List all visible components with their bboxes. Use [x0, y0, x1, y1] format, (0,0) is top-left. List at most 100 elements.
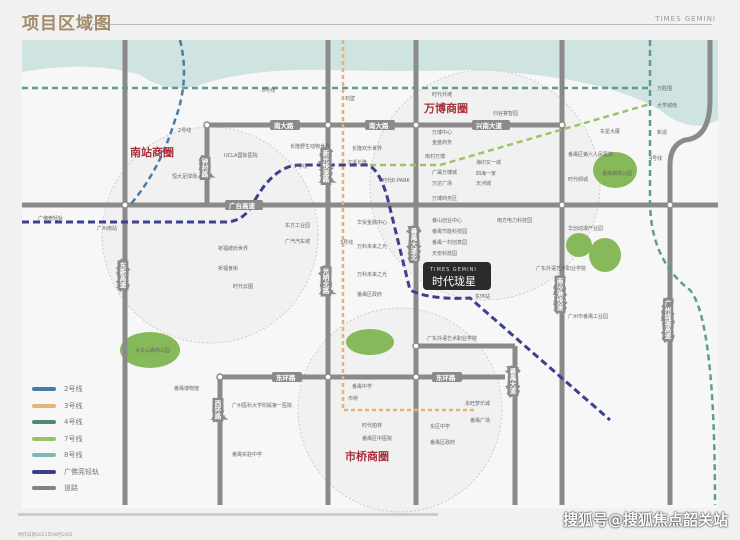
poi: 华创动漫产业园 — [568, 225, 603, 232]
poi: 归谷荟智园 — [493, 110, 518, 117]
poi: 东方工业园 — [285, 222, 310, 229]
legend-label: 道路 — [64, 484, 78, 493]
project-marker[interactable]: TIMES GEMINI 时代珑星 — [423, 262, 491, 290]
poi: 长隆欢乐世界 — [352, 145, 382, 152]
legend-label: 7号线 — [64, 434, 83, 443]
poi: 广汽汽车城 — [285, 238, 310, 245]
poi: 时代云图 — [233, 283, 253, 290]
road-label: 光明北路 — [321, 267, 330, 296]
road-label: 南沙港快速 — [555, 277, 563, 312]
station-label: 大学城南 — [657, 102, 677, 109]
station-label: 新造 — [657, 129, 667, 136]
poi: 南方电力科技园 — [497, 217, 532, 224]
station-label: 南村万博 — [425, 153, 445, 160]
line-4 — [648, 40, 717, 506]
poi: 番禺区政府 — [357, 291, 382, 298]
poi: 万博中心 — [432, 129, 452, 136]
legend-item: 2号线 — [32, 381, 99, 398]
park — [346, 329, 394, 355]
poi: 番禺区第六人民医院 — [568, 151, 613, 158]
watermark: 搜狐号@搜狐焦点韶关站 — [562, 511, 728, 529]
zone-label-nanzhan: 南站商圈 — [130, 145, 174, 159]
line-tag: 8号线 — [262, 87, 275, 94]
poi: 大夫山森林公园 — [135, 347, 170, 354]
legend-label: 8号线 — [64, 451, 83, 460]
legend-swatch — [32, 436, 56, 441]
road-label: 西环路 — [213, 400, 221, 421]
legend-item: 广佛莞轻轨 — [32, 464, 99, 481]
poi: UCLA国际医院 — [224, 152, 257, 159]
road-label: 新光快速路 — [321, 149, 330, 184]
line-7 — [340, 102, 651, 167]
poi: 番禺区中医院 — [362, 435, 392, 442]
zone-circle-nanzhan — [101, 126, 319, 344]
station-label: 广州南站 — [97, 225, 117, 232]
legend-swatch — [32, 453, 56, 458]
poi: 广东外语艺术职业学院 — [536, 265, 586, 272]
legend-item: 4号线 — [32, 414, 99, 431]
poi: 广州市番禺工业园 — [568, 313, 608, 320]
poi: 番禺一村创意园 — [432, 239, 467, 246]
road-label: 东环路 — [436, 373, 456, 382]
poi: 天河城 — [476, 180, 491, 187]
legend-label: 广佛莞轻轨 — [64, 467, 99, 476]
poi: 恒大足球场 — [172, 173, 197, 180]
legend-label: 3号线 — [64, 401, 83, 410]
header-divider — [92, 24, 712, 25]
zone-label-wanbo: 万博商圈 — [423, 101, 468, 115]
poi: 番禺博物馆 — [174, 385, 199, 392]
line-3 — [341, 40, 475, 412]
poi: 广晟万博城 — [432, 169, 457, 176]
poi: 万科未来之光 — [357, 243, 387, 250]
river — [22, 40, 718, 126]
station-label: 市桥 — [348, 395, 358, 402]
station-label: 汉溪长隆 — [347, 159, 367, 166]
legend-swatch — [32, 469, 56, 474]
legend-item: 3号线 — [32, 398, 99, 415]
header-brand: TIMES GEMINI — [649, 15, 716, 23]
poi: 时代E-PARK — [382, 177, 411, 184]
station-label: 番禺广场 — [470, 417, 490, 424]
poi: 祈福缤纷世界 — [218, 245, 248, 252]
park — [120, 332, 180, 368]
legend-item: 道路 — [32, 480, 99, 497]
road-label: 钟村路 — [200, 157, 208, 179]
legend-item: 8号线 — [32, 447, 99, 464]
line-2 — [129, 39, 186, 206]
legend-swatch — [32, 420, 56, 425]
poi: 长隆野生动物世界 — [290, 143, 330, 150]
road-label: 东环路 — [276, 373, 296, 382]
poi: 时代外滩 — [432, 91, 452, 98]
road-label: 广台高速 — [229, 201, 256, 210]
legend-swatch — [32, 387, 56, 392]
station-label: 石壁 — [345, 95, 355, 102]
road-label: 南大路 — [369, 121, 389, 130]
poi: 番禺中学 — [352, 383, 372, 390]
poi: 天安科技园 — [432, 250, 457, 257]
poi: 万达广场 — [432, 180, 452, 187]
park — [566, 233, 592, 257]
poi: 时代柏林 — [362, 422, 382, 429]
park — [593, 152, 637, 188]
metro-lines — [22, 39, 717, 506]
park — [589, 238, 621, 272]
zone-label-shiqiao: 市桥商圈 — [345, 449, 389, 463]
poi: 万科未来之光 — [357, 271, 387, 278]
poi: 东区中学 — [430, 423, 450, 430]
road-label: 南大路 — [274, 121, 294, 130]
poi: 金盛商务 — [432, 139, 452, 146]
map-legend: 2号线 3号线 4号线 7号线 8号线 广佛莞轻轨 道路 — [32, 381, 99, 497]
page-title: 项目区域图 — [22, 14, 112, 34]
poi: 永旺梦乐城 — [465, 400, 490, 407]
line-tag: 4号线 — [649, 155, 662, 162]
station-label: 万胜围 — [657, 85, 672, 92]
poi: 万博商务区 — [432, 195, 457, 202]
line-tag: 7号线 — [294, 163, 307, 170]
legend-label: 2号线 — [64, 385, 83, 394]
line-guangfo — [22, 163, 611, 422]
poi: 番禺区政府 — [430, 439, 455, 446]
poi: 番禺锦绣公园 — [602, 170, 632, 177]
road-label: 兴南大道 — [476, 121, 503, 130]
poi: 祈福食街 — [218, 265, 238, 272]
